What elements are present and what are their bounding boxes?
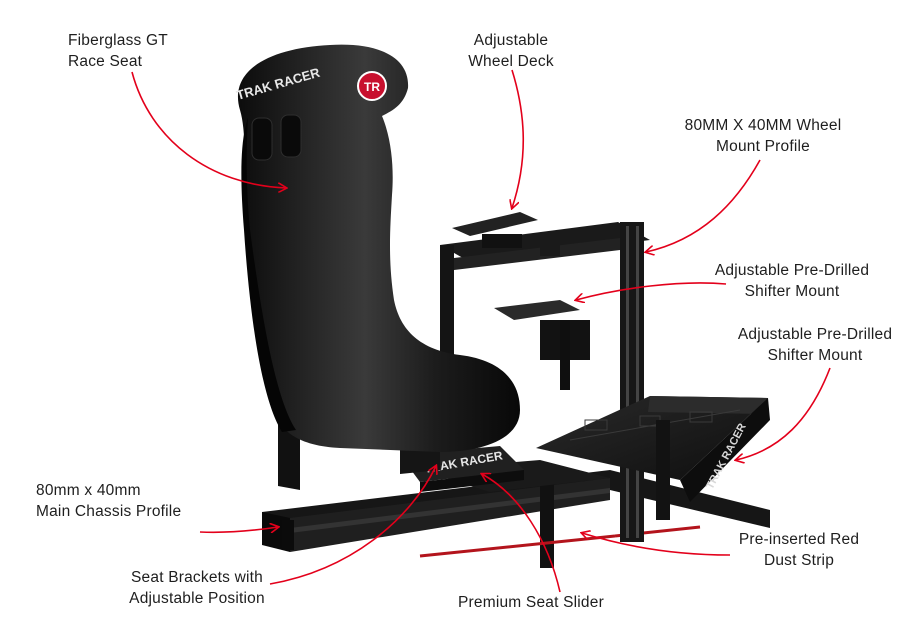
callout-shifter-mount-2: Adjustable Pre-Drilled Shifter Mount — [722, 324, 908, 366]
arrow-shifter-mount-2 — [736, 367, 831, 460]
callout-seat-slider: Premium Seat Slider — [458, 592, 604, 613]
callout-seat-line2: Race Seat — [68, 53, 143, 70]
callout-wheel-mount-profile-line2: Mount Profile — [716, 138, 810, 155]
callout-shifter-mount-1: Adjustable Pre-Drilled Shifter Mount — [706, 260, 878, 302]
callout-wheel-mount-profile-line1: 80MM X 40MM Wheel — [684, 117, 842, 134]
callout-seat-brackets: Seat Brackets with Adjustable Position — [112, 567, 282, 609]
callout-wheel-deck-line1: Adjustable — [473, 32, 549, 49]
arrow-seat-brackets — [269, 466, 436, 585]
callout-seat-brackets-line1: Seat Brackets with — [131, 569, 263, 586]
arrow-shifter-mount-1 — [576, 282, 727, 300]
red-dust-strip — [419, 534, 616, 558]
logo-letters: TR — [364, 80, 380, 94]
harness-slot-left — [251, 117, 273, 161]
callout-seat-slider-line1: Premium Seat Slider — [458, 594, 604, 611]
callout-seat-line1: Fiberglass GT — [68, 32, 168, 49]
race-seat: TRAK RACER TR — [235, 44, 521, 452]
wheel-deck — [452, 212, 560, 256]
callout-wheel-mount-profile: 80MM X 40MM Wheel Mount Profile — [668, 115, 858, 157]
arrow-dust-strip — [582, 533, 731, 556]
shifter-mount — [494, 300, 590, 390]
callout-dust-strip: Pre-inserted Red Dust Strip — [724, 529, 874, 571]
callout-main-chassis-line2: Main Chassis Profile — [36, 503, 182, 520]
arrow-main-chassis — [199, 527, 278, 532]
callout-main-chassis: 80mm x 40mm Main Chassis Profile — [36, 480, 181, 522]
callout-shifter-mount-1-line2: Shifter Mount — [744, 283, 840, 300]
callout-seat-brackets-line2: Adjustable Position — [129, 590, 265, 607]
arrow-wheel-deck — [512, 69, 525, 208]
brand-logo-icon — [357, 71, 387, 101]
callout-shifter-mount-1-line1: Adjustable Pre-Drilled — [714, 262, 870, 279]
callout-wheel-deck-line2: Wheel Deck — [468, 53, 554, 70]
callout-dust-strip-line1: Pre-inserted Red — [738, 531, 860, 548]
callout-wheel-deck: Adjustable Wheel Deck — [455, 30, 567, 72]
harness-slot-right — [280, 114, 302, 158]
callout-dust-strip-line2: Dust Strip — [763, 552, 835, 569]
callout-main-chassis-line1: 80mm x 40mm — [36, 482, 141, 499]
callout-shifter-mount-2-line2: Shifter Mount — [767, 347, 863, 364]
arrow-seat-slider — [482, 474, 561, 593]
callout-seat: Fiberglass GT Race Seat — [68, 30, 168, 72]
callout-shifter-mount-2-line1: Adjustable Pre-Drilled — [737, 326, 893, 343]
arrow-seat — [131, 71, 286, 188]
arrow-wheel-mount-profile — [646, 159, 761, 252]
callout-arrows — [131, 69, 831, 593]
